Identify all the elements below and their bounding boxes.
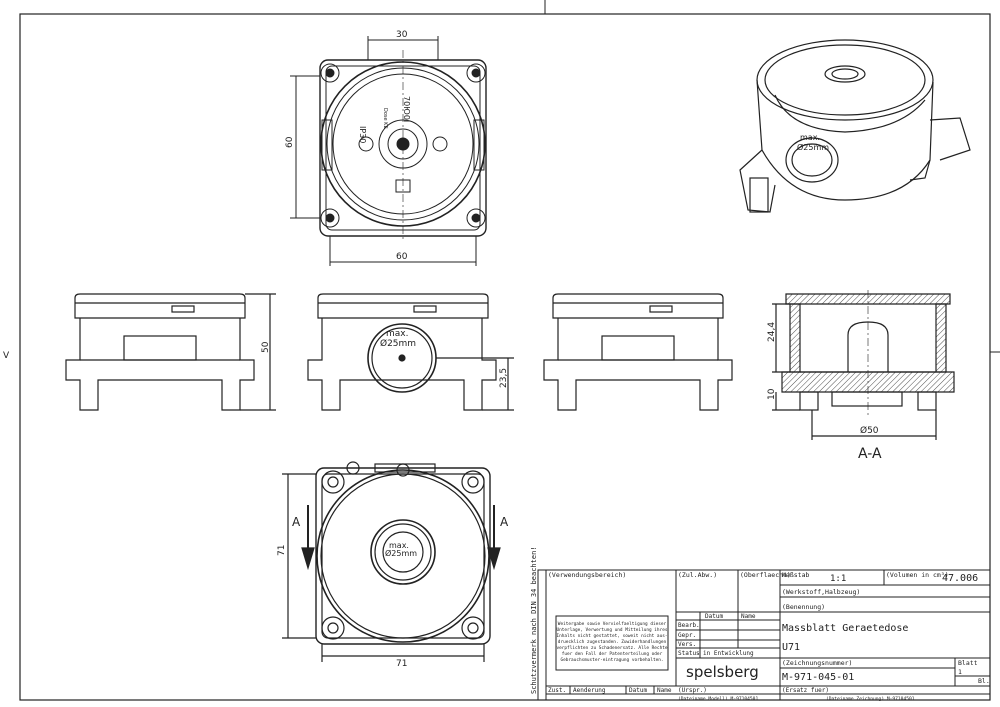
side-view-left	[65, 293, 276, 411]
volume-label: (Volumen in cm³)	[886, 571, 949, 579]
bottom-max-label: max.	[389, 541, 409, 550]
surface-label: (Oberflaeche)	[740, 571, 791, 579]
legal-text: Weitergabe sowie Vervielfaeltigung diese…	[556, 621, 667, 663]
arrow-label-right: A	[500, 515, 509, 529]
side-view-right	[543, 293, 733, 411]
edge-mark: V	[3, 351, 10, 361]
datum-label: Datum	[629, 687, 647, 694]
svg-text:fuer den Fall der Patenterteil: fuer den Fall der Patenterteilung oder	[562, 651, 663, 657]
sheet-label: Blatt	[958, 659, 978, 667]
volume-value: 47.006	[942, 573, 978, 584]
status-label: Status	[678, 650, 700, 657]
dim-section-lower: 10	[767, 388, 777, 400]
sheet-number: 1	[958, 668, 962, 676]
drawing-number: M-971-045-01	[782, 672, 854, 683]
top-mark-ip: IP30	[358, 126, 367, 143]
dim-section-upper: 24,4	[767, 322, 777, 342]
ersatz-label: (Ersatz fuer)	[782, 687, 829, 694]
zust-label: Zust.	[548, 687, 566, 694]
title-block	[537, 569, 991, 701]
col-name: Name	[741, 613, 756, 620]
bottom-view	[282, 461, 501, 662]
col-datum: Datum	[705, 613, 723, 620]
dim-bottom-height: 71	[277, 545, 287, 556]
file-model: (Dateiname Modell) M-97104501	[678, 696, 758, 702]
front-view	[307, 293, 514, 411]
section-title: A-A	[858, 446, 882, 462]
scale-label: Maßstab	[782, 571, 809, 579]
svg-text:druecklich zugestanden. Zuwide: druecklich zugestanden. Zuwiderhandlunge…	[558, 639, 667, 645]
dim-front-offset: 23,5	[499, 368, 509, 388]
isometric-view	[739, 39, 971, 213]
sheet-border	[19, 13, 991, 701]
ursprung-label: (Urspr.)	[678, 687, 707, 694]
file-drawing: (Dateiname Zeichnung) M-97104501	[826, 696, 915, 702]
aenderung-label: Aenderung	[573, 687, 606, 694]
svg-text:Unterlage, Verwertung und Mitt: Unterlage, Verwertung und Mitteilung ihr…	[556, 627, 667, 633]
designation-label: (Benennung)	[782, 603, 825, 611]
designation-line2: U71	[782, 642, 800, 653]
top-mark-code: 70Ю0Ι	[402, 96, 411, 122]
designation-line1: Massblatt Geraetedose	[782, 623, 908, 634]
dim-section-diameter: Ø50	[860, 425, 879, 436]
dim-top-height: 60	[285, 136, 295, 148]
front-diameter-label: Ø25mm	[380, 338, 416, 349]
usage-field: (Verwendungsbereich)	[548, 571, 626, 579]
iso-diameter-label: Ø25mm	[797, 142, 829, 152]
top-view	[290, 36, 487, 266]
dim-bottom-width: 71	[396, 659, 407, 669]
sheet-of: Bl.	[978, 677, 990, 685]
name-label: Name	[657, 687, 672, 694]
iso-max-label: max.	[800, 133, 820, 142]
svg-text:Inhalts nicht gestattet, sowei: Inhalts nicht gestattet, soweit nicht au…	[556, 633, 667, 639]
company-logo: spelsberg	[686, 663, 759, 681]
row-gepr: Gepr.	[678, 632, 696, 639]
drawing-no-label: (Zeichnungsnummer)	[782, 659, 852, 667]
dim-side-height: 50	[261, 341, 271, 353]
material-label: (Werkstoff,Halbzeug)	[782, 588, 860, 596]
status-value: in Entwicklung	[703, 650, 754, 657]
svg-text:Weitergabe sowie Vervielfaelti: Weitergabe sowie Vervielfaeltigung diese…	[558, 621, 667, 627]
svg-text:verpflichten zu Schadenersatz.: verpflichten zu Schadenersatz. Alle Rech…	[556, 645, 667, 651]
top-mark-dose: Dose KE	[382, 108, 388, 129]
front-max-label: max.	[386, 329, 408, 339]
row-bearb: Bearb.	[678, 622, 700, 629]
bottom-diameter-label: Ø25mm	[385, 548, 417, 558]
scale-value: 1:1	[830, 574, 846, 584]
protection-note: Schutzvermerk nach DIN 34 beachten!	[530, 546, 538, 694]
arrow-label-left: A	[292, 515, 301, 529]
zul-abw: (Zul.Abw.)	[678, 571, 717, 579]
row-vers: Vers.	[678, 641, 696, 648]
svg-text:Gebrauchsmuster-eintragung vor: Gebrauchsmuster-eintragung vorbehalten.	[560, 657, 663, 663]
dim-top-width: 30	[396, 30, 408, 40]
dim-top-bottom-width: 60	[396, 252, 408, 262]
section-view	[772, 290, 955, 440]
